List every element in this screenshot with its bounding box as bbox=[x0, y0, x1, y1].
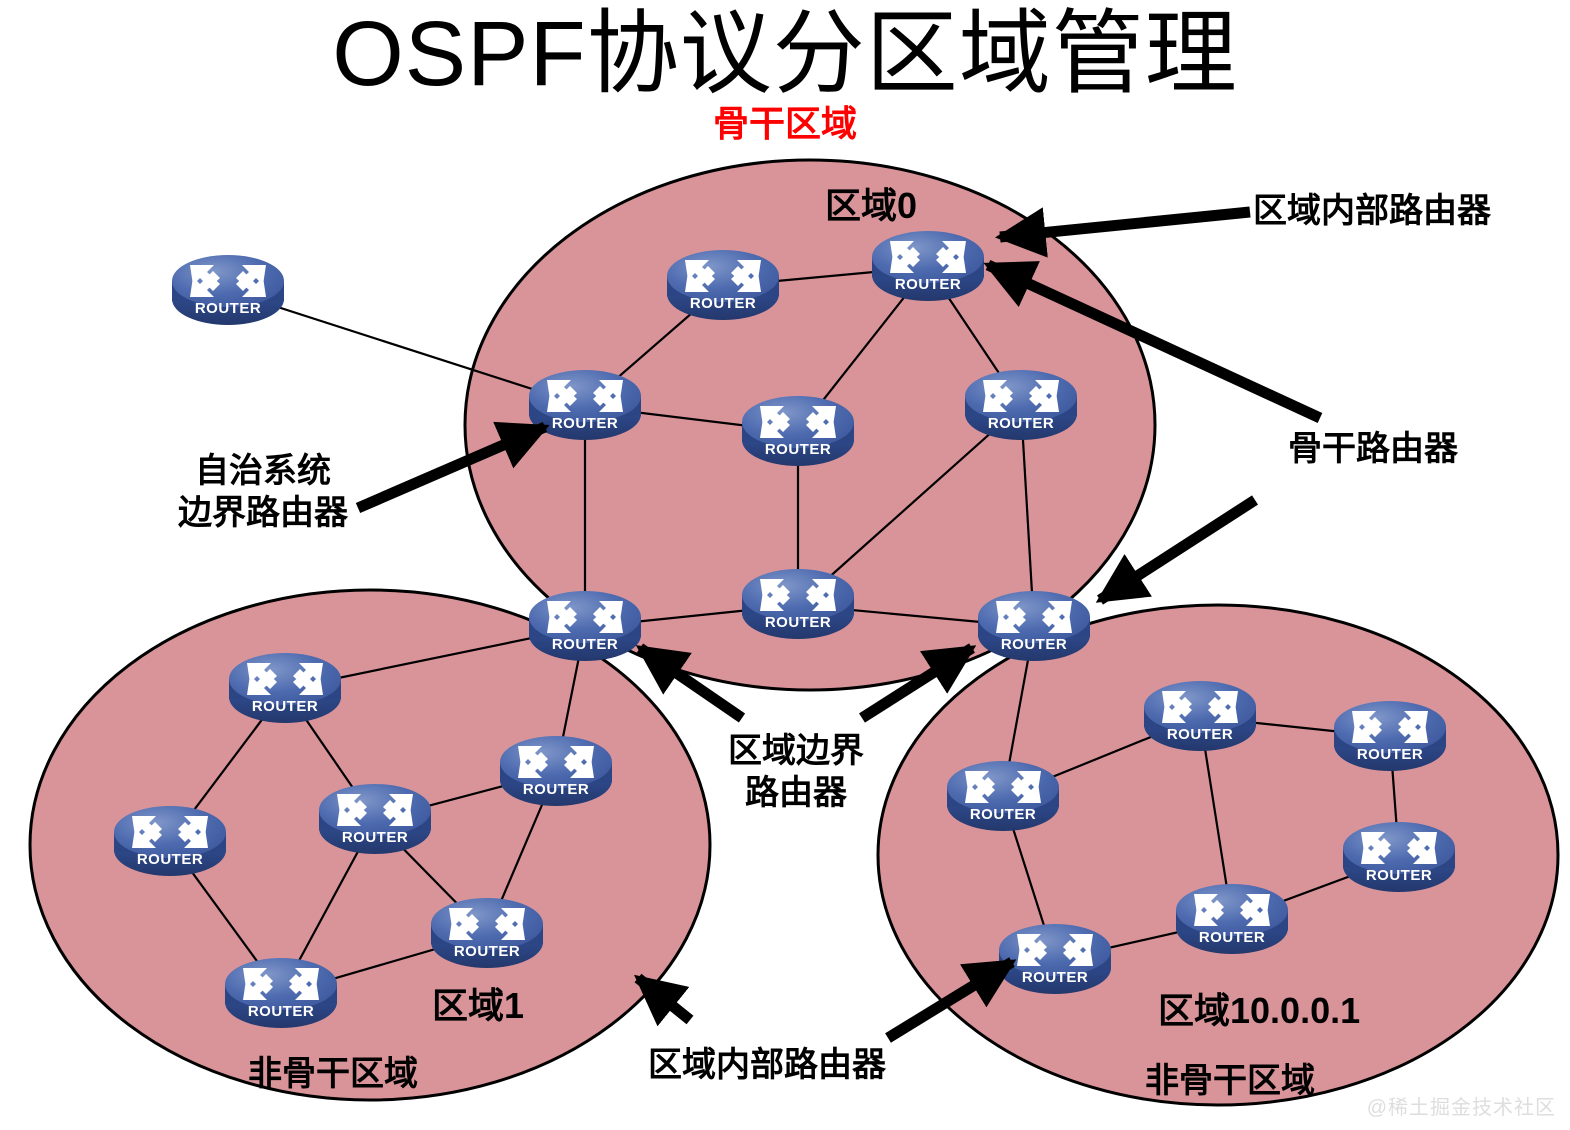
router-caption: ROUTER bbox=[523, 781, 589, 798]
router-node-a0-ne[interactable]: ROUTER bbox=[872, 231, 984, 301]
annotation-label-internal-router-top: 区域内部路由器 bbox=[1253, 192, 1491, 230]
annotation-arrow-internal-router-bottom bbox=[885, 957, 1017, 1043]
router-node-a0-w[interactable]: ROUTER bbox=[529, 370, 641, 440]
router-caption: ROUTER bbox=[895, 276, 961, 293]
router-node-a1-s[interactable]: ROUTER bbox=[225, 958, 337, 1028]
annotation-arrow-internal-router-top bbox=[994, 206, 1251, 258]
router-node-a0-s[interactable]: ROUTER bbox=[742, 569, 854, 639]
annotation-arrow-abr-label bbox=[635, 643, 746, 723]
watermark: @稀土掘金技术社区 bbox=[1366, 1097, 1556, 1119]
router-node-a1-se[interactable]: ROUTER bbox=[431, 898, 543, 968]
router-node-a0-n[interactable]: ROUTER bbox=[667, 250, 779, 320]
router-node-b-ne[interactable]: ROUTER bbox=[1334, 701, 1446, 771]
router-node-b-n[interactable]: ROUTER bbox=[1144, 681, 1256, 751]
area-label-area0: 区域0 bbox=[825, 185, 918, 226]
router-caption: ROUTER bbox=[195, 300, 261, 317]
area-caption-area10001: 非骨干区域 bbox=[1145, 1062, 1315, 1100]
annotation-arrow-backbone-router bbox=[983, 260, 1323, 423]
annotation-arrow-backbone-router bbox=[1095, 495, 1258, 605]
annotation-label-backbone-router: 骨干路由器 bbox=[1288, 430, 1458, 468]
router-node-abr-r[interactable]: ROUTER bbox=[978, 591, 1090, 661]
router-caption: ROUTER bbox=[342, 829, 408, 846]
annotation-label-abr-label: 区域边界路由器 bbox=[728, 732, 864, 812]
router-node-b-e[interactable]: ROUTER bbox=[1343, 822, 1455, 892]
router-caption: ROUTER bbox=[1357, 746, 1423, 763]
network-link bbox=[1019, 405, 1036, 628]
router-node-a0-c[interactable]: ROUTER bbox=[742, 396, 854, 466]
router-caption: ROUTER bbox=[1199, 929, 1265, 946]
router-node-a1-w[interactable]: ROUTER bbox=[114, 806, 226, 876]
router-node-a1-c[interactable]: ROUTER bbox=[319, 784, 431, 854]
router-caption: ROUTER bbox=[454, 943, 520, 960]
annotation-arrows-layer bbox=[355, 206, 1323, 1043]
router-caption: ROUTER bbox=[552, 415, 618, 432]
router-caption: ROUTER bbox=[988, 415, 1054, 432]
backbone-area-subtitle: 骨干区域 bbox=[712, 103, 857, 144]
router-caption: ROUTER bbox=[1022, 969, 1088, 986]
annotation-arrow-abr-label bbox=[859, 643, 977, 723]
router-caption: ROUTER bbox=[552, 636, 618, 653]
annotation-arrow-internal-router-bottom bbox=[634, 973, 694, 1027]
annotation-label-internal-router-bottom: 区域内部路由器 bbox=[648, 1046, 886, 1084]
router-caption: ROUTER bbox=[137, 851, 203, 868]
router-node-b-nw[interactable]: ROUTER bbox=[947, 761, 1059, 831]
router-caption: ROUTER bbox=[248, 1003, 314, 1020]
router-node-b-sw[interactable]: ROUTER bbox=[999, 924, 1111, 994]
router-node-asbr[interactable]: ROUTER bbox=[172, 255, 284, 325]
router-caption: ROUTER bbox=[765, 614, 831, 631]
router-node-a1-n[interactable]: ROUTER bbox=[229, 653, 341, 723]
router-node-abr-l[interactable]: ROUTER bbox=[529, 591, 641, 661]
annotation-arrow-asbr-label bbox=[355, 421, 550, 514]
router-caption: ROUTER bbox=[1001, 636, 1067, 653]
router-caption: ROUTER bbox=[765, 441, 831, 458]
router-caption: ROUTER bbox=[690, 295, 756, 312]
area-label-area1: 区域1 bbox=[432, 985, 525, 1026]
network-link bbox=[227, 289, 586, 408]
router-caption: ROUTER bbox=[1366, 867, 1432, 884]
router-caption: ROUTER bbox=[252, 698, 318, 715]
network-link bbox=[797, 405, 1022, 606]
page-title: OSPF协议分区域管理 bbox=[332, 3, 1238, 105]
router-node-b-c[interactable]: ROUTER bbox=[1176, 884, 1288, 954]
annotation-label-asbr-label: 自治系统边界路由器 bbox=[178, 452, 348, 532]
area-caption-area1: 非骨干区域 bbox=[248, 1055, 418, 1093]
router-node-a1-e[interactable]: ROUTER bbox=[500, 736, 612, 806]
area-label-area10001: 区域10.0.0.1 bbox=[1158, 990, 1361, 1031]
router-node-a0-e[interactable]: ROUTER bbox=[965, 370, 1077, 440]
router-caption: ROUTER bbox=[1167, 726, 1233, 743]
router-caption: ROUTER bbox=[970, 806, 1036, 823]
routers-layer: ROUTER ROUTER ROUTER ROUTER ROUTER ROUTER ROUT… bbox=[114, 231, 1455, 1028]
